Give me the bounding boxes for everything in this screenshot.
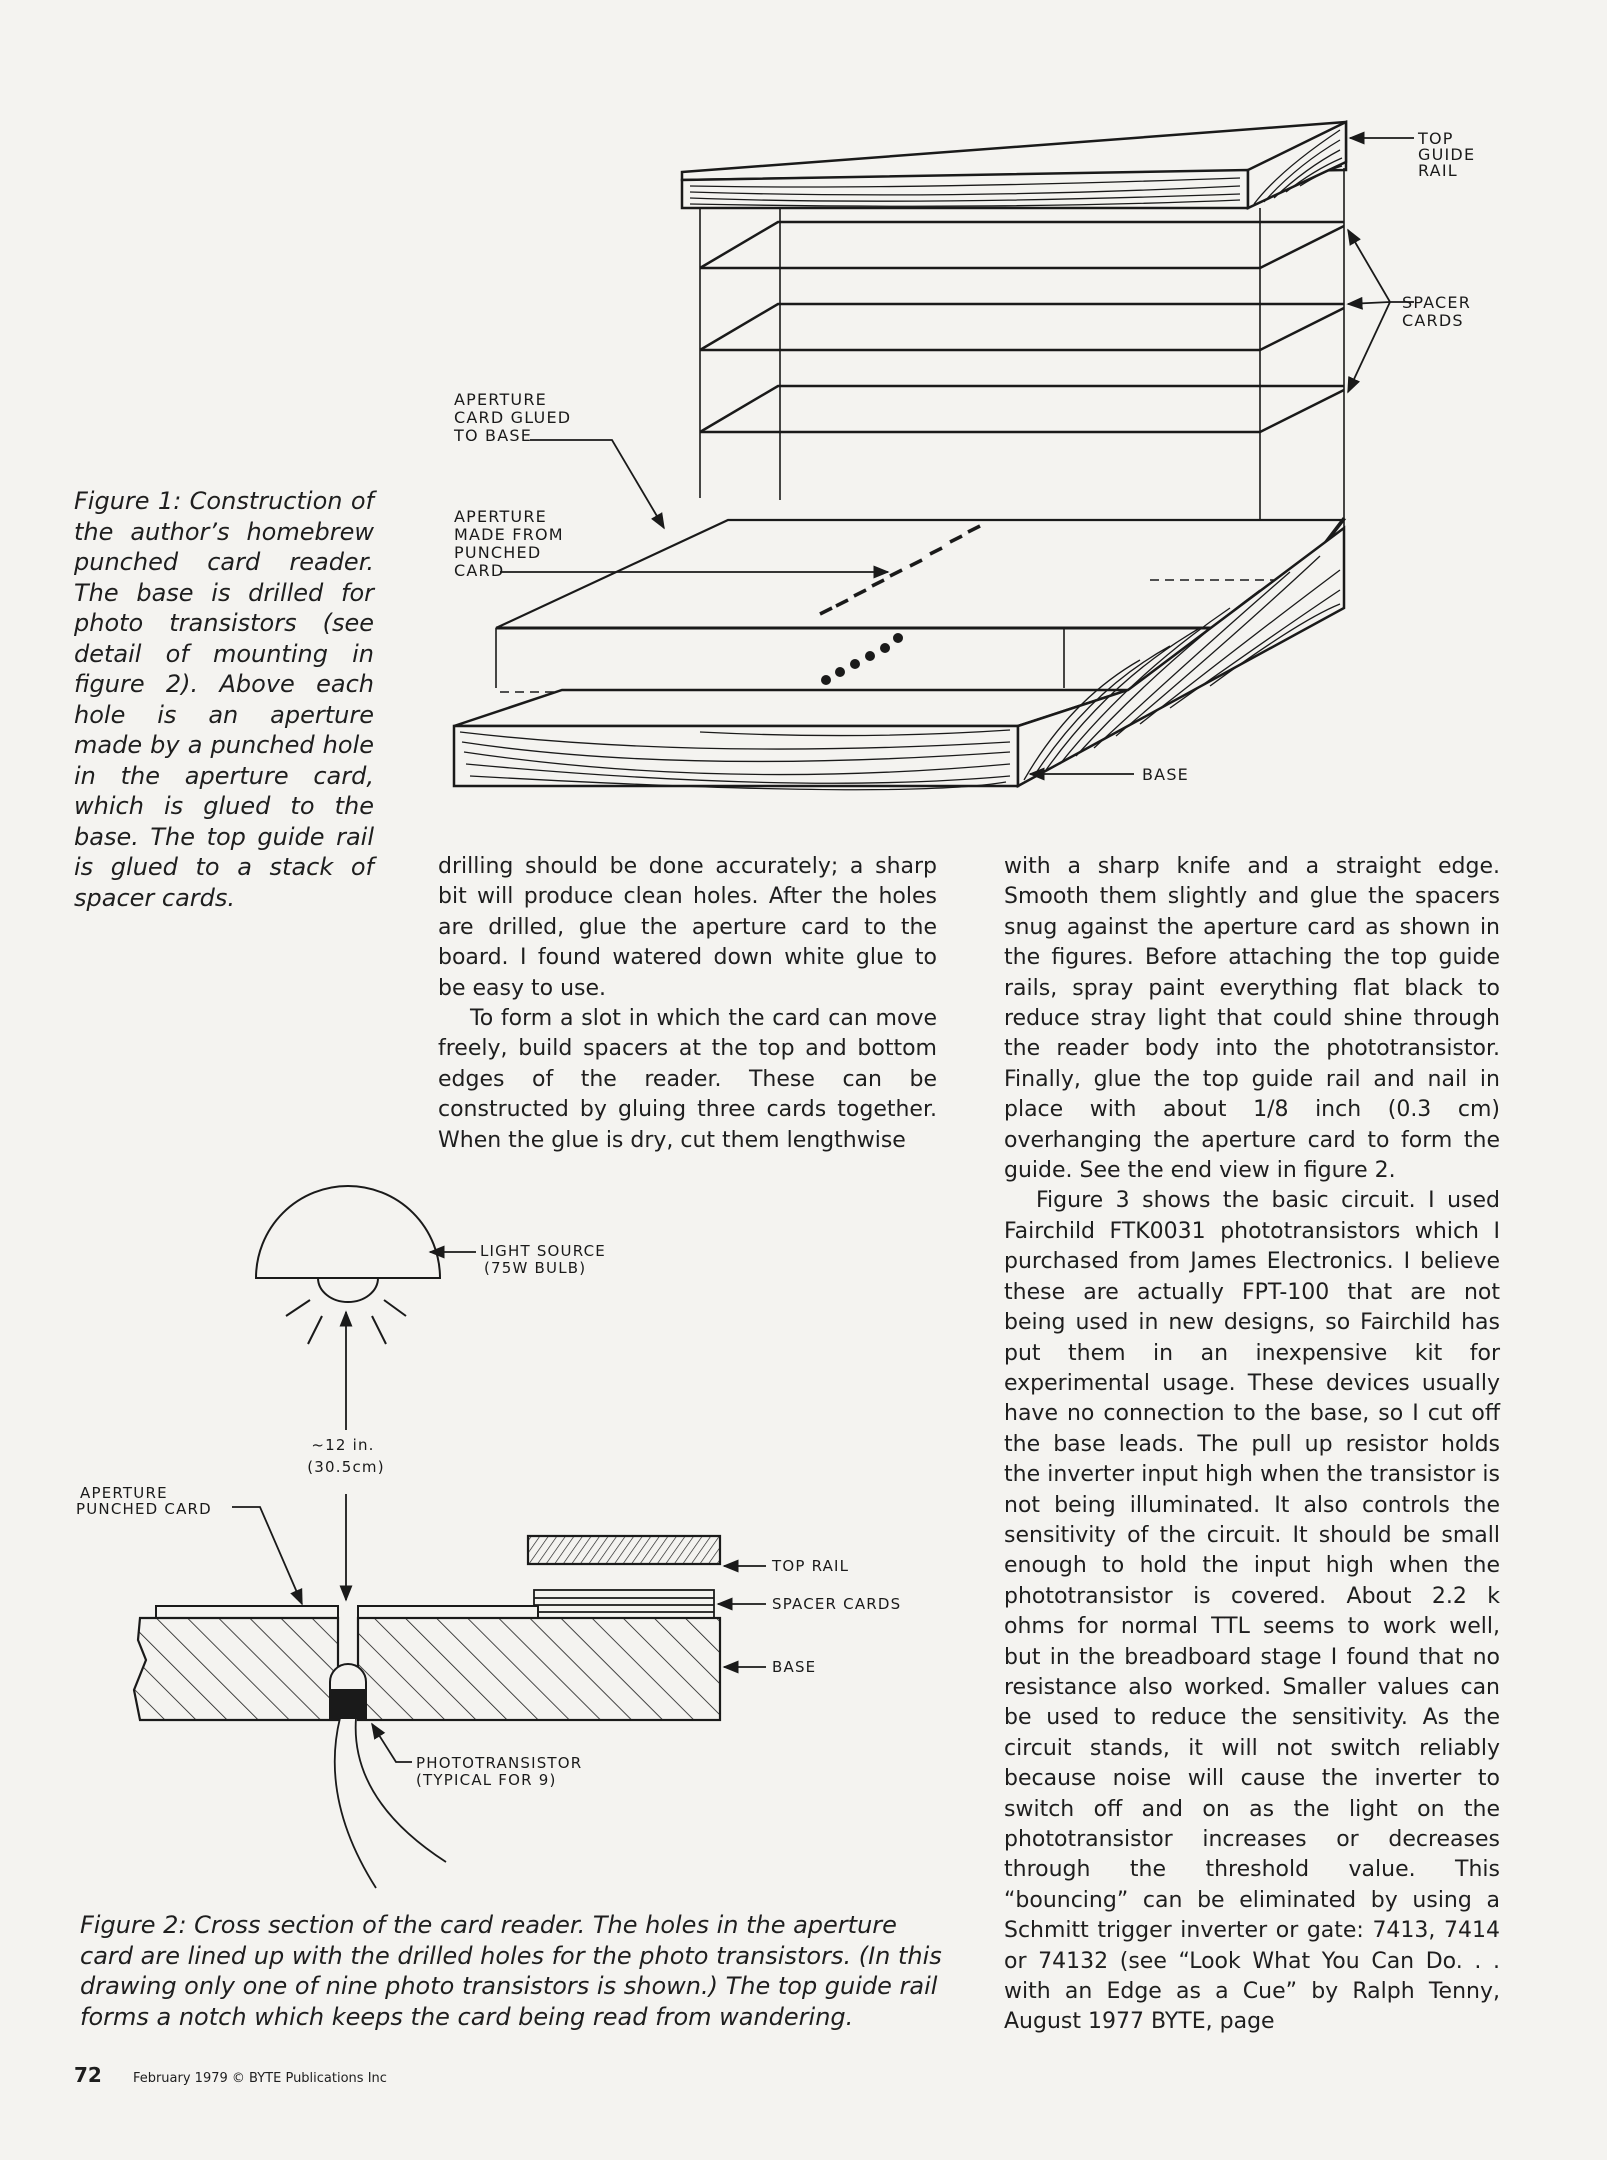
page-footer: 72 February 1979 © BYTE Publications Inc [74,2063,387,2087]
figure-1 [452,119,1414,791]
paragraph: drilling should be done accurately; a sh… [438,854,937,1001]
top-guide-rail-drawing [680,119,1348,210]
paragraph: Figure 3 shows the basic circuit. I used… [1004,1188,1500,2035]
label-base: BASE [1142,765,1189,784]
figure-2 [132,1185,766,1889]
label-phototransistor: PHOTOTRANSISTOR (TYPICAL FOR 9) [416,1754,588,1789]
spacer-cards-stack [533,1589,715,1619]
label-spacer-cards-fig2: SPACER CARDS [772,1595,901,1613]
label-base-fig2: BASE [772,1658,816,1676]
label-top-rail: TOP RAIL [771,1557,849,1575]
label-aperture-punched-card: APERTURE PUNCHED CARD [76,1484,212,1518]
label-top-guide-rail: TOP GUIDE RAIL [1417,129,1482,180]
label-aperture-made: APERTURE MADE FROM PUNCHED CARD [454,507,570,580]
publication-credit: February 1979 © BYTE Publications Inc [132,2071,387,2086]
spacer-cards-drawing [699,220,1345,434]
paragraph: with a sharp knife and a straight edge. … [1004,854,1500,1184]
label-aperture-card-glued: APERTURE CARD GLUED TO BASE [453,390,578,445]
label-light-source: LIGHT SOURCE (75W BULB) [480,1242,612,1277]
figure-1-leaders [500,131,1414,781]
label-distance: ~12 in. (30.5cm) [307,1436,385,1476]
phototransistor-drawing [329,1663,447,1889]
label-spacer-cards: SPACER CARDS [1402,293,1477,330]
base-block-drawing [452,525,1346,791]
body-column-1: drilling should be done accurately; a sh… [438,852,937,1156]
body-column-2: with a sharp knife and a straight edge. … [1004,852,1500,2038]
figure-2-leaders [232,1245,766,1763]
alignment-lines [495,168,1345,688]
paragraph: To form a slot in which the card can mov… [438,1006,937,1153]
light-bulb-drawing [254,1185,442,1345]
figure-1-caption: Figure 1: Construction of the author’s h… [74,487,374,912]
figure-2-caption: Figure 2: Cross section of the card read… [80,1911,942,2031]
page-number: 72 [74,2063,102,2087]
